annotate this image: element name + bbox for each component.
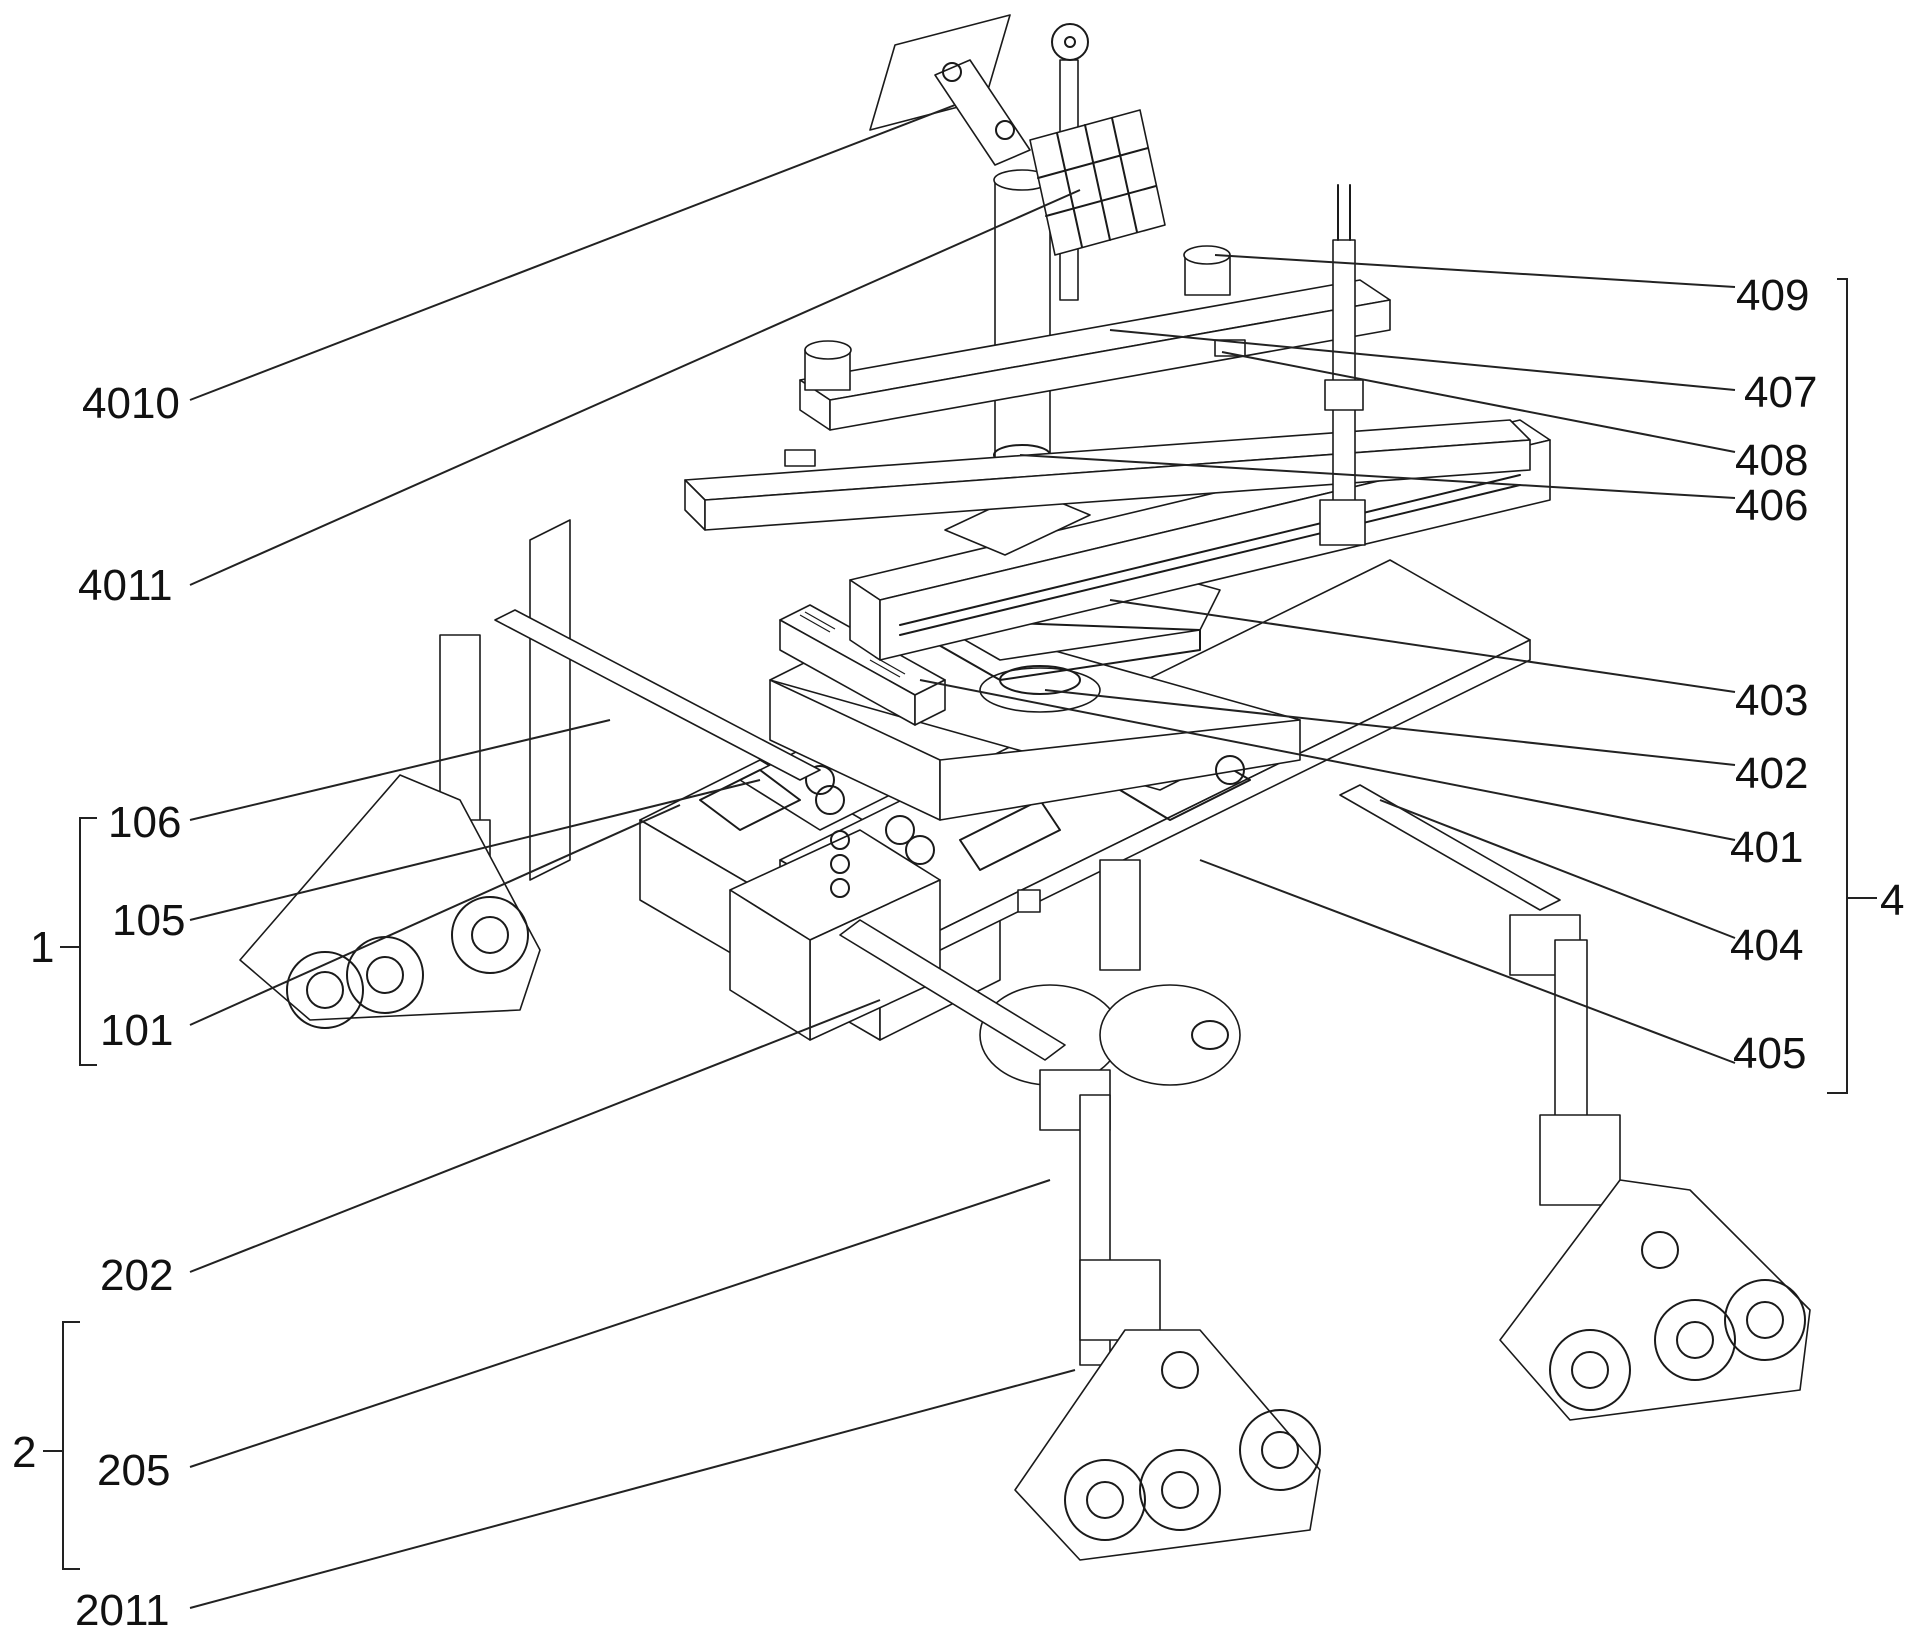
machine <box>240 15 1810 1560</box>
track-unit-front <box>1015 1330 1320 1560</box>
label-403: 403 <box>1735 676 1808 725</box>
tilling-roller <box>980 860 1240 1085</box>
solar-panel <box>1030 110 1165 255</box>
label-106: 106 <box>108 798 181 847</box>
leader-205 <box>190 1180 1050 1467</box>
label-401: 401 <box>1730 823 1803 872</box>
bracket-group-2 <box>43 1322 80 1569</box>
track-unit-left <box>240 775 540 1028</box>
label-404: 404 <box>1730 921 1803 970</box>
label-4010: 4010 <box>82 379 180 428</box>
label-407: 407 <box>1744 368 1817 417</box>
bracket-group-4 <box>1827 279 1877 1093</box>
leader-409 <box>1215 255 1735 287</box>
label-2011: 2011 <box>75 1586 170 1635</box>
group-label-4: 4 <box>1880 876 1904 925</box>
group-label-1: 1 <box>30 923 54 972</box>
label-402: 402 <box>1735 749 1808 798</box>
group-label-2: 2 <box>12 1428 36 1477</box>
label-202: 202 <box>100 1251 173 1300</box>
track-unit-rear <box>1500 1180 1810 1420</box>
label-101: 101 <box>100 1006 173 1055</box>
display-mount <box>870 15 1030 165</box>
label-405: 405 <box>1733 1029 1806 1078</box>
bracket-group-1 <box>60 818 97 1065</box>
label-406: 406 <box>1735 481 1808 530</box>
leader-202 <box>190 1000 880 1272</box>
label-105: 105 <box>112 896 185 945</box>
label-4011: 4011 <box>78 561 173 610</box>
leader-405 <box>1200 860 1735 1063</box>
label-205: 205 <box>97 1446 170 1495</box>
label-408: 408 <box>1735 436 1808 485</box>
rear-right-leg <box>1340 785 1620 1205</box>
leader-2011 <box>190 1370 1075 1608</box>
label-409: 409 <box>1736 271 1809 320</box>
